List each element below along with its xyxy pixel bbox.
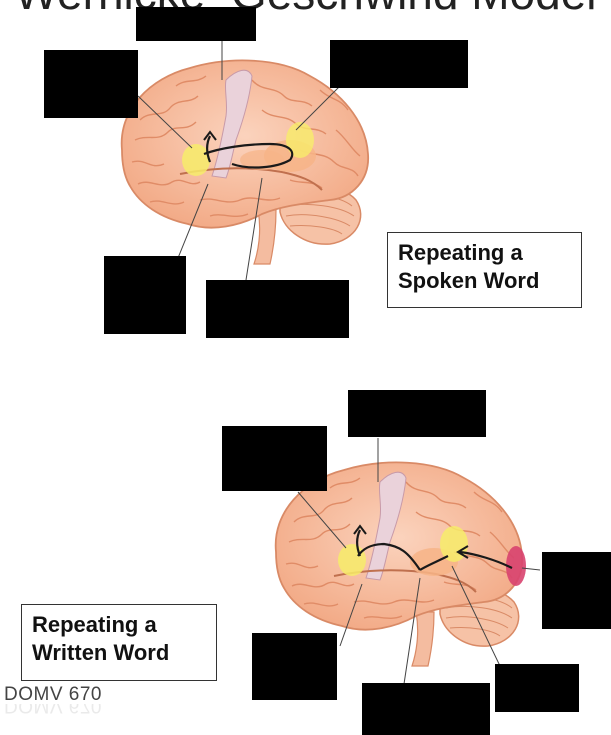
redacted-label-bottom-right [542, 552, 611, 629]
broca-area-bottom [338, 544, 366, 576]
caption-written-line1: Repeating a [32, 612, 157, 637]
redacted-label-top-center [136, 7, 256, 41]
broca-area-top [182, 144, 210, 176]
redacted-label-bottom-center [362, 683, 490, 735]
leader-lines-top [137, 40, 347, 281]
caption-spoken-word: Repeating a Spoken Word [387, 232, 582, 308]
redacted-label-top-bottom-left [104, 256, 186, 334]
redacted-label-bottom-left [252, 633, 337, 700]
redacted-label-bottom-top-left [222, 426, 327, 491]
caption-spoken-line2: Spoken Word [398, 268, 540, 293]
leader-lines-bottom [297, 438, 541, 685]
brain-written-word [274, 438, 541, 685]
motor-cortex-bottom [365, 471, 407, 581]
redacted-label-bottom-right-low [495, 664, 579, 712]
course-code: DOMV 670 [4, 684, 102, 705]
redacted-label-top-right [330, 40, 468, 88]
brainstem-top [253, 209, 277, 265]
pathway-arrow-bottom [353, 524, 513, 571]
pathway-arrow-top [203, 130, 294, 169]
visual-cortex-bottom [506, 546, 526, 586]
gyri-top [131, 75, 361, 217]
redacted-label-bottom-top-center [348, 390, 486, 437]
redacted-label-top-left [44, 50, 138, 118]
course-code-reflection: DOMV 670 [4, 704, 102, 716]
caption-written-word: Repeating a Written Word [21, 604, 217, 681]
brainstem-bottom [411, 611, 435, 667]
redacted-label-top-bottom-center [206, 280, 349, 338]
caption-spoken-line1: Repeating a [398, 240, 523, 265]
motor-cortex-top [211, 69, 253, 179]
brain-spoken-word [120, 40, 369, 281]
caption-written-line2: Written Word [32, 640, 170, 665]
angular-gyrus-top [286, 122, 314, 158]
gyri-bottom [285, 477, 515, 619]
